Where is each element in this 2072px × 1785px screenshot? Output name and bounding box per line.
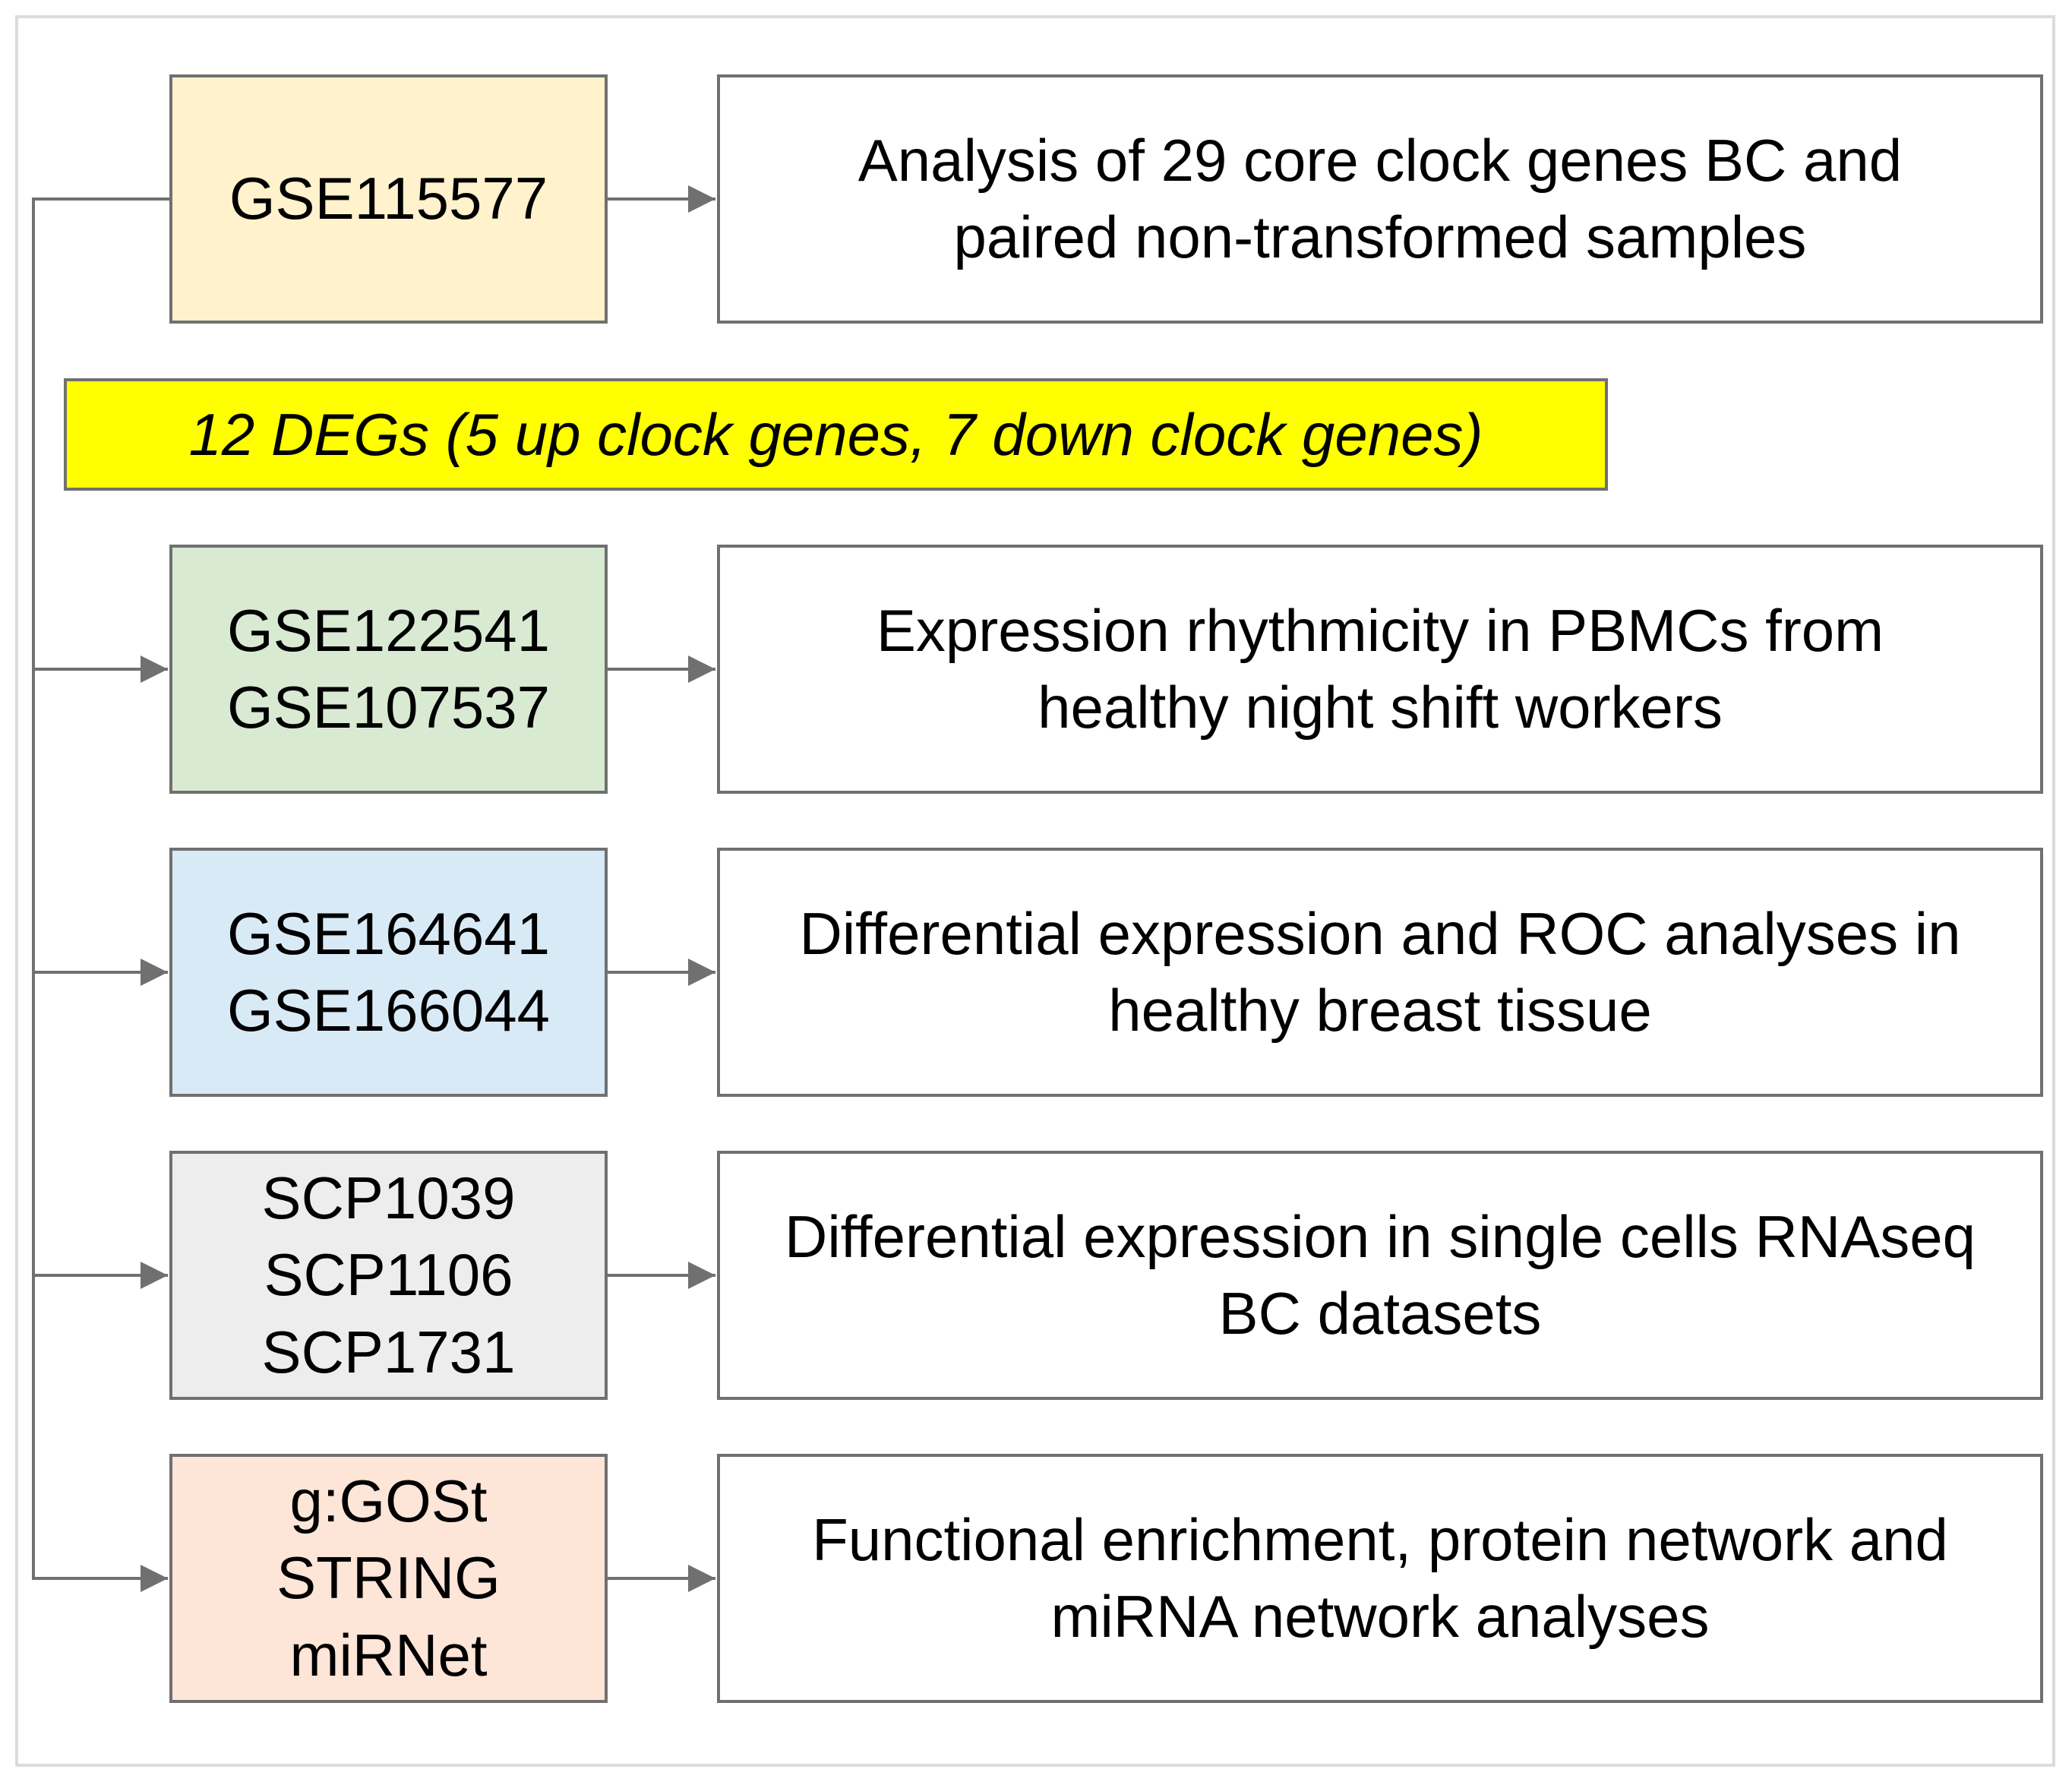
- source-box-gse122541-gse107537: GSE122541 GSE107537: [169, 545, 608, 794]
- description-box-single-cell: Differential expression in single cells …: [717, 1151, 2043, 1400]
- source-label: SCP1731: [261, 1318, 516, 1385]
- description-box-differential-roc: Differential expression and ROC analyses…: [717, 848, 2043, 1097]
- description-line: healthy night shift workers: [1038, 674, 1723, 741]
- degs-label: 12 DEGs (5 up clock genes, 7 down clock …: [188, 400, 1483, 468]
- description-line: Functional enrichment, protein network a…: [812, 1505, 1948, 1573]
- source-label: STRING: [276, 1544, 501, 1612]
- degs-highlight-banner: 12 DEGs (5 up clock genes, 7 down clock …: [64, 378, 1608, 491]
- description-line: paired non-transformed samples: [953, 204, 1807, 270]
- source-label: GSE122541: [226, 596, 550, 664]
- description-line: Differential expression and ROC analyses…: [799, 899, 1961, 967]
- description-line: healthy breast tissue: [1108, 977, 1652, 1044]
- description-box-pbmc-rhythmicity: Expression rhythmicity in PBMCs from hea…: [717, 545, 2043, 794]
- source-label: GSE115577: [229, 165, 548, 232]
- source-label: GSE166044: [226, 977, 550, 1044]
- source-label: GSE164641: [226, 899, 550, 967]
- description-box-core-clock-analysis: Analysis of 29 core clock genes BC and p…: [717, 74, 2043, 324]
- source-label: SCP1039: [261, 1164, 516, 1231]
- description-line: Analysis of 29 core clock genes BC and: [858, 126, 1903, 194]
- diagram-frame: [15, 15, 2055, 1767]
- source-box-gse115577: GSE115577: [169, 74, 608, 324]
- description-line: BC datasets: [1218, 1280, 1542, 1347]
- source-box-scp-datasets: SCP1039 SCP1106 SCP1731: [169, 1151, 608, 1400]
- source-box-enrichment-tools: g:GOSt STRING miRNet: [169, 1454, 608, 1703]
- description-line: Differential expression in single cells …: [785, 1202, 1976, 1270]
- source-label: SCP1106: [264, 1241, 513, 1309]
- source-label: miRNet: [289, 1621, 488, 1689]
- description-line: miRNA network analyses: [1050, 1583, 1710, 1650]
- description-box-functional-enrichment: Functional enrichment, protein network a…: [717, 1454, 2043, 1703]
- source-label: GSE107537: [226, 674, 550, 741]
- source-box-gse164641-gse166044: GSE164641 GSE166044: [169, 848, 608, 1097]
- source-label: g:GOSt: [289, 1467, 488, 1534]
- description-line: Expression rhythmicity in PBMCs from: [876, 596, 1884, 664]
